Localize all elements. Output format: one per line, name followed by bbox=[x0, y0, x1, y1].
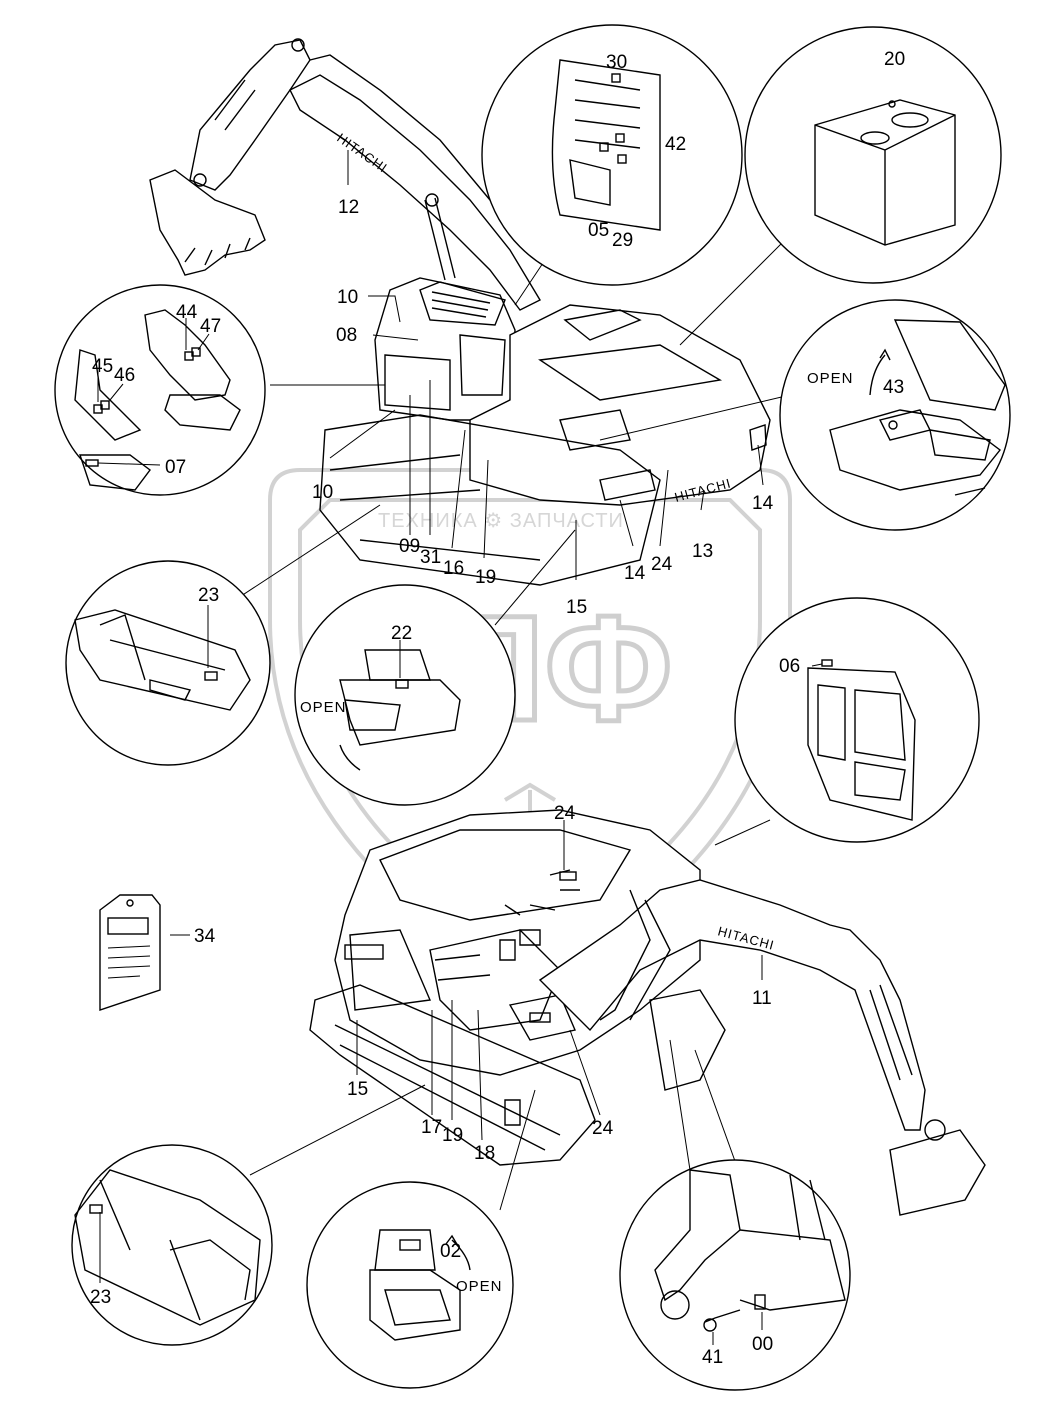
excavator-bottom-view: HITACHI bbox=[170, 809, 986, 1216]
callout-41: 41 bbox=[702, 1347, 723, 1368]
callout-07: 07 bbox=[165, 457, 186, 478]
callout-34: 34 bbox=[194, 926, 216, 947]
callout-14-right: 14 bbox=[752, 493, 774, 514]
callout-20: 20 bbox=[884, 49, 905, 70]
inset-toolbox-top: OPEN bbox=[294, 584, 516, 806]
callout-05: 05 bbox=[588, 220, 609, 241]
callout-45: 45 bbox=[92, 356, 113, 377]
open-label-toolbox: OPEN bbox=[300, 699, 347, 716]
inset-battery-box: OPEN bbox=[306, 1181, 514, 1389]
excavator-top-view: HITACHI HITACHI bbox=[149, 38, 896, 846]
inset-seat bbox=[54, 284, 266, 496]
callout-23-top: 23 bbox=[198, 585, 219, 606]
open-label-engine: OPEN bbox=[807, 370, 854, 387]
callout-02: 02 bbox=[440, 1241, 461, 1262]
watermark-caption: ТЕХНИКА ⚙ ЗАПЧАСТИ bbox=[378, 510, 624, 532]
callout-10-top: 10 bbox=[337, 287, 358, 308]
callout-00: 00 bbox=[752, 1334, 773, 1355]
callout-labels: 30 42 05 29 20 12 10 08 10 09 31 16 19 1… bbox=[90, 49, 905, 1368]
callout-24-middle: 24 bbox=[554, 803, 576, 824]
callout-46: 46 bbox=[114, 365, 135, 386]
inset-side-frame-top bbox=[65, 560, 271, 766]
callout-16: 16 bbox=[443, 558, 464, 579]
inset-engine-hood: OPEN bbox=[779, 299, 1011, 531]
callout-42: 42 bbox=[665, 134, 686, 155]
callout-13: 13 bbox=[692, 541, 713, 562]
inset-side-frame-bottom bbox=[71, 1144, 273, 1346]
callout-19-top: 19 bbox=[475, 567, 496, 588]
callout-43: 43 bbox=[883, 377, 904, 398]
inset-cab-door bbox=[481, 24, 743, 286]
callout-24-bottom: 24 bbox=[592, 1118, 614, 1139]
callout-23-bottom: 23 bbox=[90, 1287, 111, 1308]
callout-06: 06 bbox=[779, 656, 800, 677]
callout-10-left: 10 bbox=[312, 482, 333, 503]
callout-24-top: 24 bbox=[651, 554, 673, 575]
callout-14-bottom: 14 bbox=[624, 563, 646, 584]
inset-fuel-tank bbox=[744, 26, 1002, 284]
callout-08: 08 bbox=[336, 325, 357, 346]
callout-11: 11 bbox=[752, 988, 772, 1009]
brand-boom-top: HITACHI bbox=[334, 130, 390, 176]
callout-47: 47 bbox=[200, 316, 221, 337]
inset-tag bbox=[99, 894, 161, 1011]
inset-cab-right bbox=[734, 597, 980, 843]
callout-09: 09 bbox=[399, 536, 420, 557]
callout-17: 17 bbox=[421, 1117, 442, 1138]
callout-19-bottom: 19 bbox=[442, 1125, 463, 1146]
callout-12: 12 bbox=[338, 197, 359, 218]
callout-15-bottom: 15 bbox=[347, 1079, 368, 1100]
callout-30: 30 bbox=[606, 52, 627, 73]
callout-15-top: 15 bbox=[566, 597, 587, 618]
inset-frame-plate bbox=[619, 1159, 851, 1391]
callout-31: 31 bbox=[420, 547, 441, 568]
callout-29: 29 bbox=[612, 230, 633, 251]
callout-44: 44 bbox=[176, 302, 198, 323]
callout-22: 22 bbox=[391, 623, 412, 644]
open-label-battery: OPEN bbox=[456, 1278, 503, 1295]
callout-18: 18 bbox=[474, 1143, 495, 1164]
